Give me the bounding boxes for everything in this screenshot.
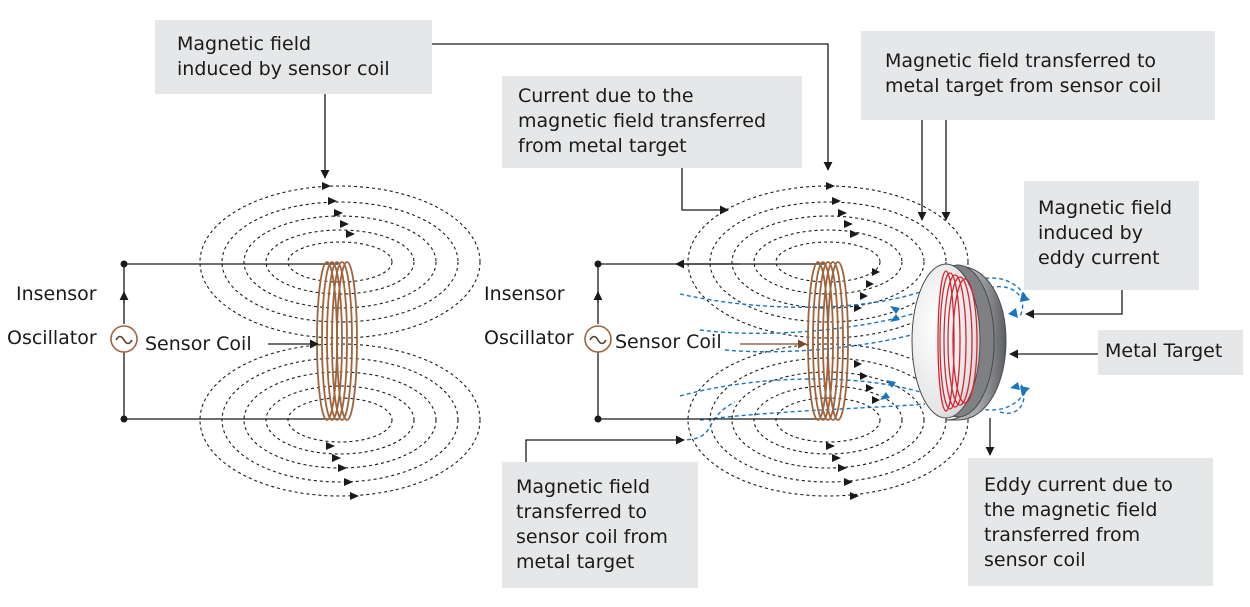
left-terminal-top <box>120 260 128 268</box>
callout-line: metal target <box>516 551 635 573</box>
left-sensor-coil <box>316 261 358 421</box>
left-field-arrows <box>322 182 359 500</box>
transferred-field-arrows <box>880 292 1030 400</box>
callout-field-by-eddy-current: Magnetic field induced by eddy current <box>1024 181 1199 290</box>
callout-line: transferred from <box>984 524 1141 546</box>
left-circuit <box>123 263 338 420</box>
callout-line: Eddy current due to <box>984 474 1173 496</box>
callout-line: Current due to the <box>518 85 694 107</box>
left-oscillator-label: Oscillator <box>7 327 97 349</box>
callout-field-induced-by-coil: Magnetic field induced by sensor coil <box>155 20 432 94</box>
ac-source-icon <box>110 325 138 353</box>
left-field-lines <box>199 185 481 497</box>
callout-line: Magnetic field transferred to <box>885 50 1157 72</box>
callout-line: transferred to <box>516 501 647 523</box>
callout-metal-target: Metal Target <box>1098 330 1243 375</box>
callout-line: Magnetic field <box>177 33 312 55</box>
metal-target-disc <box>911 263 1007 421</box>
right-sensor-coil-label: Sensor Coil <box>615 331 722 353</box>
right-connectors <box>432 43 1123 462</box>
right-sensor-coil <box>807 261 849 421</box>
callout-line: eddy current <box>1038 247 1160 269</box>
callout-field-to-coil: Magnetic field transferred to sensor coi… <box>502 462 698 588</box>
callout-current-from-target: Current due to the magnetic field transf… <box>502 76 802 168</box>
callout-line: metal target from sensor coil <box>885 75 1162 97</box>
callout-field-to-target: Magnetic field transferred to metal targ… <box>861 31 1215 120</box>
left-insensor-label: Insensor <box>16 283 97 305</box>
callout-line: the magnetic field <box>984 499 1158 521</box>
callout-line: magnetic field transferred <box>518 110 767 132</box>
right-field-arrows <box>826 182 880 500</box>
left-terminal-bottom <box>120 415 128 423</box>
right-terminal-top <box>594 260 602 268</box>
callout-line: induced by sensor coil <box>177 58 390 80</box>
callout-line: induced by <box>1038 222 1143 244</box>
eddy-current-loops <box>937 270 978 412</box>
callout-line: Magnetic field <box>1038 197 1173 219</box>
callout-line: from metal target <box>518 135 687 157</box>
ac-source-icon <box>584 325 612 353</box>
right-terminal-bottom <box>594 415 602 423</box>
callout-line: sensor coil from <box>516 526 668 548</box>
right-insensor-label: Insensor <box>484 283 565 305</box>
callout-eddy-current: Eddy current due to the magnetic field t… <box>968 458 1213 586</box>
right-oscillator-label: Oscillator <box>484 327 574 349</box>
callout-line: sensor coil <box>984 549 1086 571</box>
left-sensor-coil-label: Sensor Coil <box>145 333 252 355</box>
callout-line: Magnetic field <box>516 476 651 498</box>
callout-line: Metal Target <box>1105 340 1223 362</box>
